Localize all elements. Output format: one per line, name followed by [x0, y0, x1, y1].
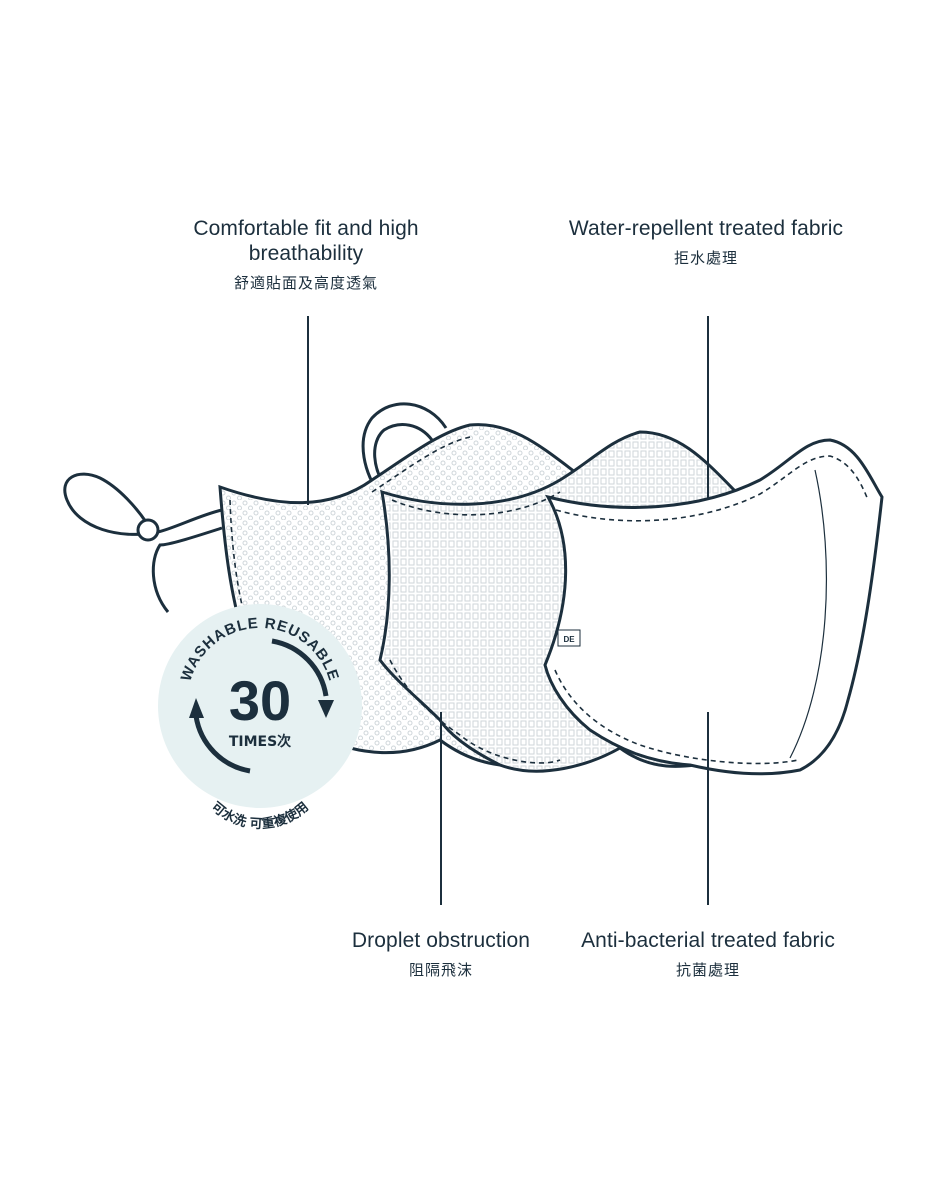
callout-comfort-zh: 舒適貼面及高度透氣	[233, 274, 378, 292]
mask-layer-water	[543, 438, 884, 776]
callout-water: Water-repellent treated fabric 拒水處理	[568, 216, 844, 269]
callout-droplet: Droplet obstruction 阻隔飛沫	[330, 928, 552, 981]
callout-droplet-en: Droplet obstruction	[351, 929, 531, 952]
badge-number: 30	[229, 669, 291, 732]
callout-antibacterial-zh: 抗菌處理	[675, 961, 740, 979]
brand-tag: DE	[557, 629, 581, 647]
ear-loop-middle	[361, 402, 448, 496]
callout-droplet-zh: 阻隔飛沫	[408, 961, 473, 979]
badge-unit: TIMES次	[229, 733, 291, 750]
callout-comfort: Comfortable fit and high breathability 舒…	[160, 216, 452, 294]
washable-badge: WASHABLE REUSABLE 30 TIMES次 可水洗 可重複使用	[158, 604, 362, 832]
callout-comfort-en: Comfortable fit and high breathability	[193, 217, 419, 265]
ear-loop	[63, 472, 223, 613]
callout-antibacterial-en: Anti-bacterial treated fabric	[581, 929, 835, 952]
callout-water-zh: 拒水處理	[673, 249, 738, 267]
callout-water-en: Water-repellent treated fabric	[568, 217, 844, 240]
brand-tag-text: DE	[563, 635, 575, 644]
callout-antibacterial: Anti-bacterial treated fabric 抗菌處理	[560, 928, 856, 981]
